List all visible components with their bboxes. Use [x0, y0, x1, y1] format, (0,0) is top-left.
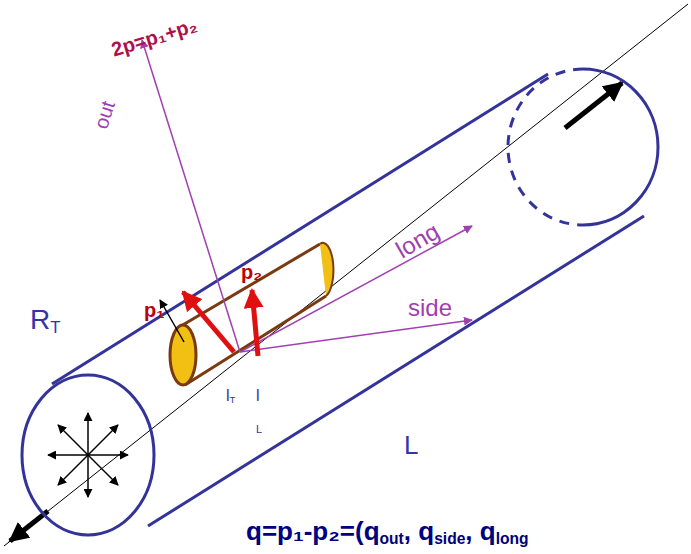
label-text: , q [465, 516, 495, 546]
label-text: out [90, 98, 120, 131]
label-text: long [391, 217, 444, 263]
axis-arrow [565, 83, 622, 128]
subscript: T [50, 318, 60, 337]
axis-label: out [90, 98, 118, 131]
axis-arrow [10, 511, 48, 541]
momentum-difference-formula: q=p₁-p₂=(qout, qside, qlong [246, 518, 529, 546]
radius-label: RT [30, 306, 61, 337]
momentum-label: p₁ [144, 300, 165, 320]
subscript: long [496, 530, 529, 547]
subscript: side [434, 530, 465, 547]
label-text: 2p=p₁+p₂ [109, 14, 200, 61]
label-text: p₂ [241, 261, 262, 283]
sum-momentum-label: 2p=p₁+p₂ [109, 15, 199, 60]
label-text: , q [404, 516, 434, 546]
axis-label: side [408, 296, 452, 320]
label-text: l [226, 387, 230, 404]
radial-flow-arrows [48, 413, 128, 497]
label-text: q=p₁-p₂=(q [246, 516, 380, 546]
momentum-vector [252, 290, 258, 356]
subscript: out [380, 530, 404, 547]
source-cylinder [22, 69, 658, 535]
momentum-label: p₂ [241, 262, 262, 282]
label-text: L [404, 430, 418, 460]
label-text: side [408, 294, 452, 321]
momentum-vector [183, 292, 234, 352]
label-text: l [256, 387, 260, 404]
label-text: L [256, 423, 262, 435]
length-label: L [256, 424, 262, 435]
length-label: l [256, 388, 260, 404]
label-text: R [30, 304, 50, 335]
axis-label: long [392, 219, 443, 262]
label-text: p₁ [144, 299, 165, 321]
cylinder-axis [4, 4, 688, 546]
subscript: T [230, 394, 236, 405]
length-label: lT [226, 388, 235, 405]
pair-frame-axes [142, 40, 472, 352]
length-label: L [404, 432, 418, 458]
